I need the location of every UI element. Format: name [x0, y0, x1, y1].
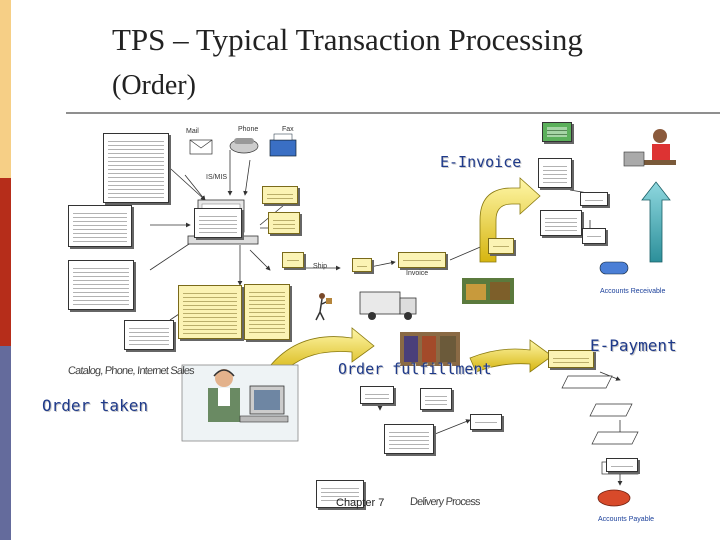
curved-arrow-order-fulfillment: [269, 327, 375, 375]
sales-analysis-card: [178, 285, 242, 339]
fax-icon: [269, 133, 297, 157]
teal-arrow-upward: [641, 181, 671, 263]
flow-line: [149, 239, 196, 271]
mail-label: Mail: [186, 128, 199, 135]
footer-chapter: Chapter 7: [336, 497, 385, 509]
order-taken-label: Order taken: [42, 396, 148, 415]
order-taker-photo: [181, 364, 299, 442]
invoice-label: Invoice: [406, 270, 429, 277]
warehouse-photo: [462, 278, 514, 304]
paid-invoice-document: [606, 458, 638, 472]
fax-label: Fax: [282, 126, 294, 133]
customer-delivery-form: [360, 386, 394, 404]
billing-document: [538, 158, 572, 188]
accounts-payable-db-icon: [597, 489, 631, 507]
delivery-ticket-form: [470, 414, 502, 430]
curved-arrow-e-payment: [469, 339, 553, 373]
packing-slip-form: [420, 388, 452, 410]
e-payment-label: E-Payment: [590, 336, 677, 355]
delivery-truck-icon: [359, 291, 417, 320]
cash-register-icon: [623, 151, 645, 167]
accounts-payable-label: Accounts Payable: [598, 516, 655, 523]
flow-line: [243, 159, 251, 196]
e-invoice-label: E-Invoice: [440, 153, 522, 171]
customer-record-document: [68, 205, 132, 247]
phone-icon: [229, 138, 259, 154]
pickup-ticket-card: [282, 252, 304, 268]
ship-label: Ship: [313, 263, 328, 270]
shipping-info-document: [124, 320, 174, 350]
slide-title: TPS – Typical Transaction Processing: [112, 22, 583, 57]
window-card: [268, 212, 300, 234]
green-status-card: [542, 122, 572, 142]
order-details-card: [244, 284, 290, 340]
sidebar-stripe-top: [0, 0, 11, 178]
accounts-receivable-label: Accounts Receivable: [600, 288, 666, 295]
payment-document: [548, 350, 594, 368]
invoice-log-document: [540, 210, 582, 236]
order-entry-screen: [194, 208, 242, 238]
delivery-process-label: Delivery Process: [409, 496, 481, 508]
invoice-card: [398, 252, 446, 268]
flow-line: [249, 249, 271, 271]
title-divider: [66, 112, 720, 114]
information-card: [262, 186, 298, 204]
sidebar-stripe-middle: [0, 178, 11, 346]
route-list-document: [316, 480, 364, 508]
stockroom-photo: [400, 332, 460, 366]
order-form-document: [103, 133, 169, 203]
right-side-worker-photo: [640, 129, 676, 165]
flow-line: [449, 244, 486, 261]
ticket-card: [352, 258, 372, 272]
slide-subtitle: (Order): [112, 70, 196, 101]
catalog-phone-internet-sales-label: Catalog, Phone, Internet Sales: [67, 365, 195, 377]
ledger-document: [580, 192, 608, 206]
order-form-screen: [384, 424, 434, 454]
product-info-document: [68, 260, 134, 310]
sidebar-stripe-bottom: [0, 346, 11, 540]
phone-label: Phone: [238, 126, 259, 133]
mail-icon: [189, 139, 213, 155]
information-systems-label: IS/MIS: [206, 174, 228, 181]
forklift-worker-icon: [315, 293, 332, 321]
order-fulfillment-label: Order fulfillment: [338, 360, 492, 378]
flow-line: [184, 174, 206, 201]
credit-slip-document: [582, 228, 606, 244]
accounts-receivable-db-icon: [599, 261, 629, 275]
receipt-card: [488, 238, 514, 254]
